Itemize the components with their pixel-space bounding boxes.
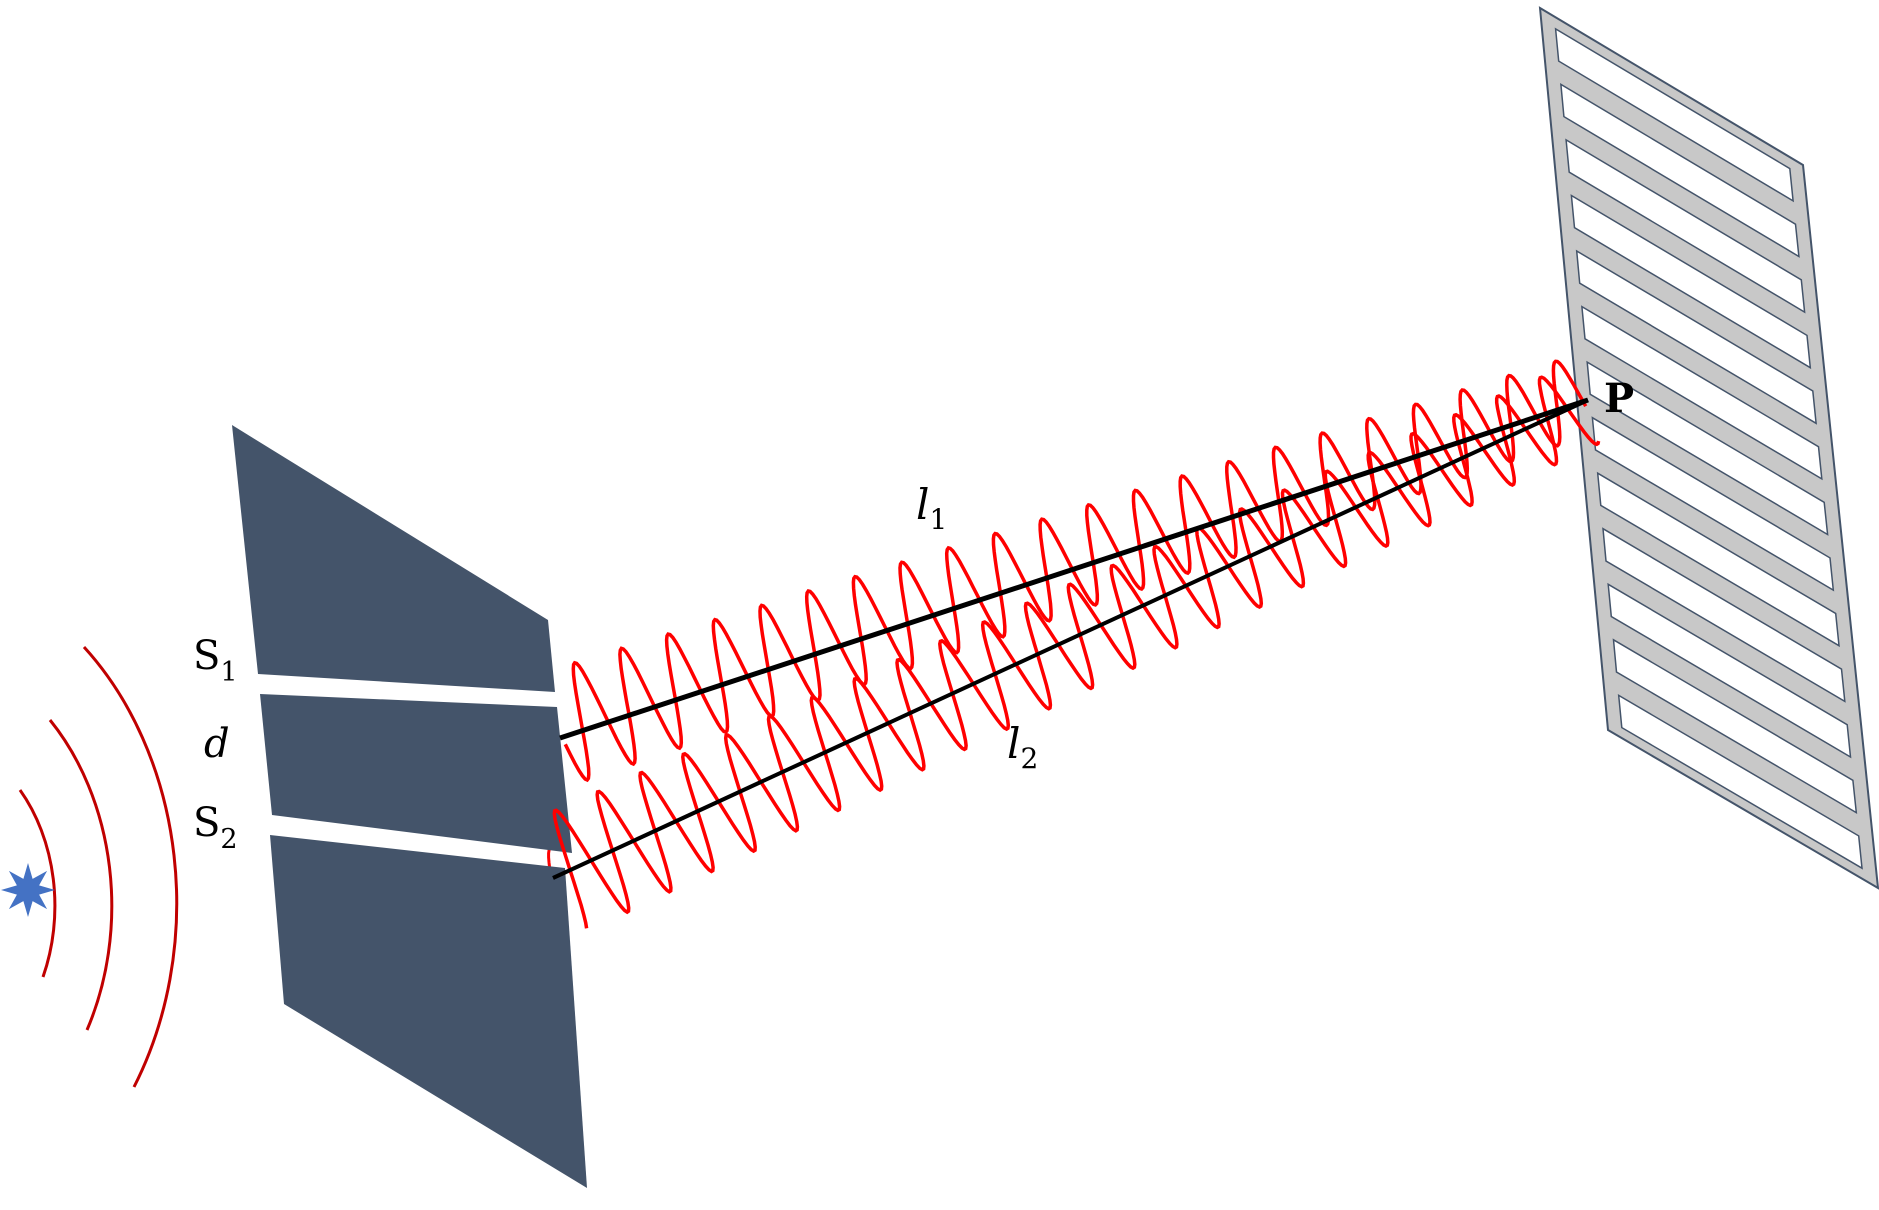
bright-fringe-6 bbox=[1581, 305, 1823, 481]
wave-from-slit-2 bbox=[552, 375, 1601, 929]
fringe-slots bbox=[1554, 27, 1863, 870]
bright-fringe-3 bbox=[1565, 138, 1806, 314]
bright-fringe-13 bbox=[1617, 694, 1863, 870]
slit-barrier bbox=[232, 425, 587, 1188]
label-s1-main: S bbox=[193, 633, 220, 679]
label-d: d bbox=[204, 721, 230, 767]
wavefront-arc-1 bbox=[18, 789, 57, 978]
label-l2: l2 bbox=[1007, 719, 1038, 775]
label-l1: l1 bbox=[916, 480, 947, 536]
label-s1: S1 bbox=[193, 633, 238, 688]
path-line-l2 bbox=[552, 398, 1589, 880]
wavefront-arc-2 bbox=[48, 719, 114, 1031]
star-burst-icon bbox=[1, 863, 55, 917]
label-s2-main: S bbox=[193, 800, 220, 846]
label-s2: S2 bbox=[193, 800, 238, 855]
label-point-p: P bbox=[1604, 375, 1634, 422]
barrier-middle-panel bbox=[260, 694, 572, 853]
label-s2-sub: 2 bbox=[220, 824, 237, 855]
bright-fringe-1 bbox=[1554, 27, 1794, 203]
label-l2-main: l bbox=[1007, 719, 1020, 768]
bright-fringe-5 bbox=[1575, 249, 1817, 425]
bright-fringe-9 bbox=[1596, 471, 1840, 648]
barrier-top-panel bbox=[232, 425, 555, 692]
wavefront-arc-3 bbox=[82, 645, 179, 1088]
detection-screen bbox=[1538, 6, 1879, 890]
path-line-l1 bbox=[559, 397, 1589, 741]
label-l1-main: l bbox=[916, 480, 929, 529]
label-l2-sub: 2 bbox=[1020, 742, 1038, 775]
bright-fringe-12 bbox=[1612, 638, 1858, 814]
label-s1-sub: 1 bbox=[220, 657, 237, 688]
source-core bbox=[17, 879, 39, 901]
bright-fringe-8 bbox=[1591, 416, 1835, 592]
bright-fringe-10 bbox=[1602, 527, 1846, 703]
bright-fringe-2 bbox=[1560, 83, 1800, 258]
label-l1-sub: 1 bbox=[929, 503, 947, 536]
bright-fringe-7 bbox=[1586, 360, 1829, 536]
barrier-bottom-panel bbox=[270, 835, 587, 1188]
bright-fringe-4 bbox=[1570, 194, 1812, 370]
wavefront-arcs bbox=[18, 645, 179, 1088]
bright-fringe-11 bbox=[1607, 582, 1852, 759]
